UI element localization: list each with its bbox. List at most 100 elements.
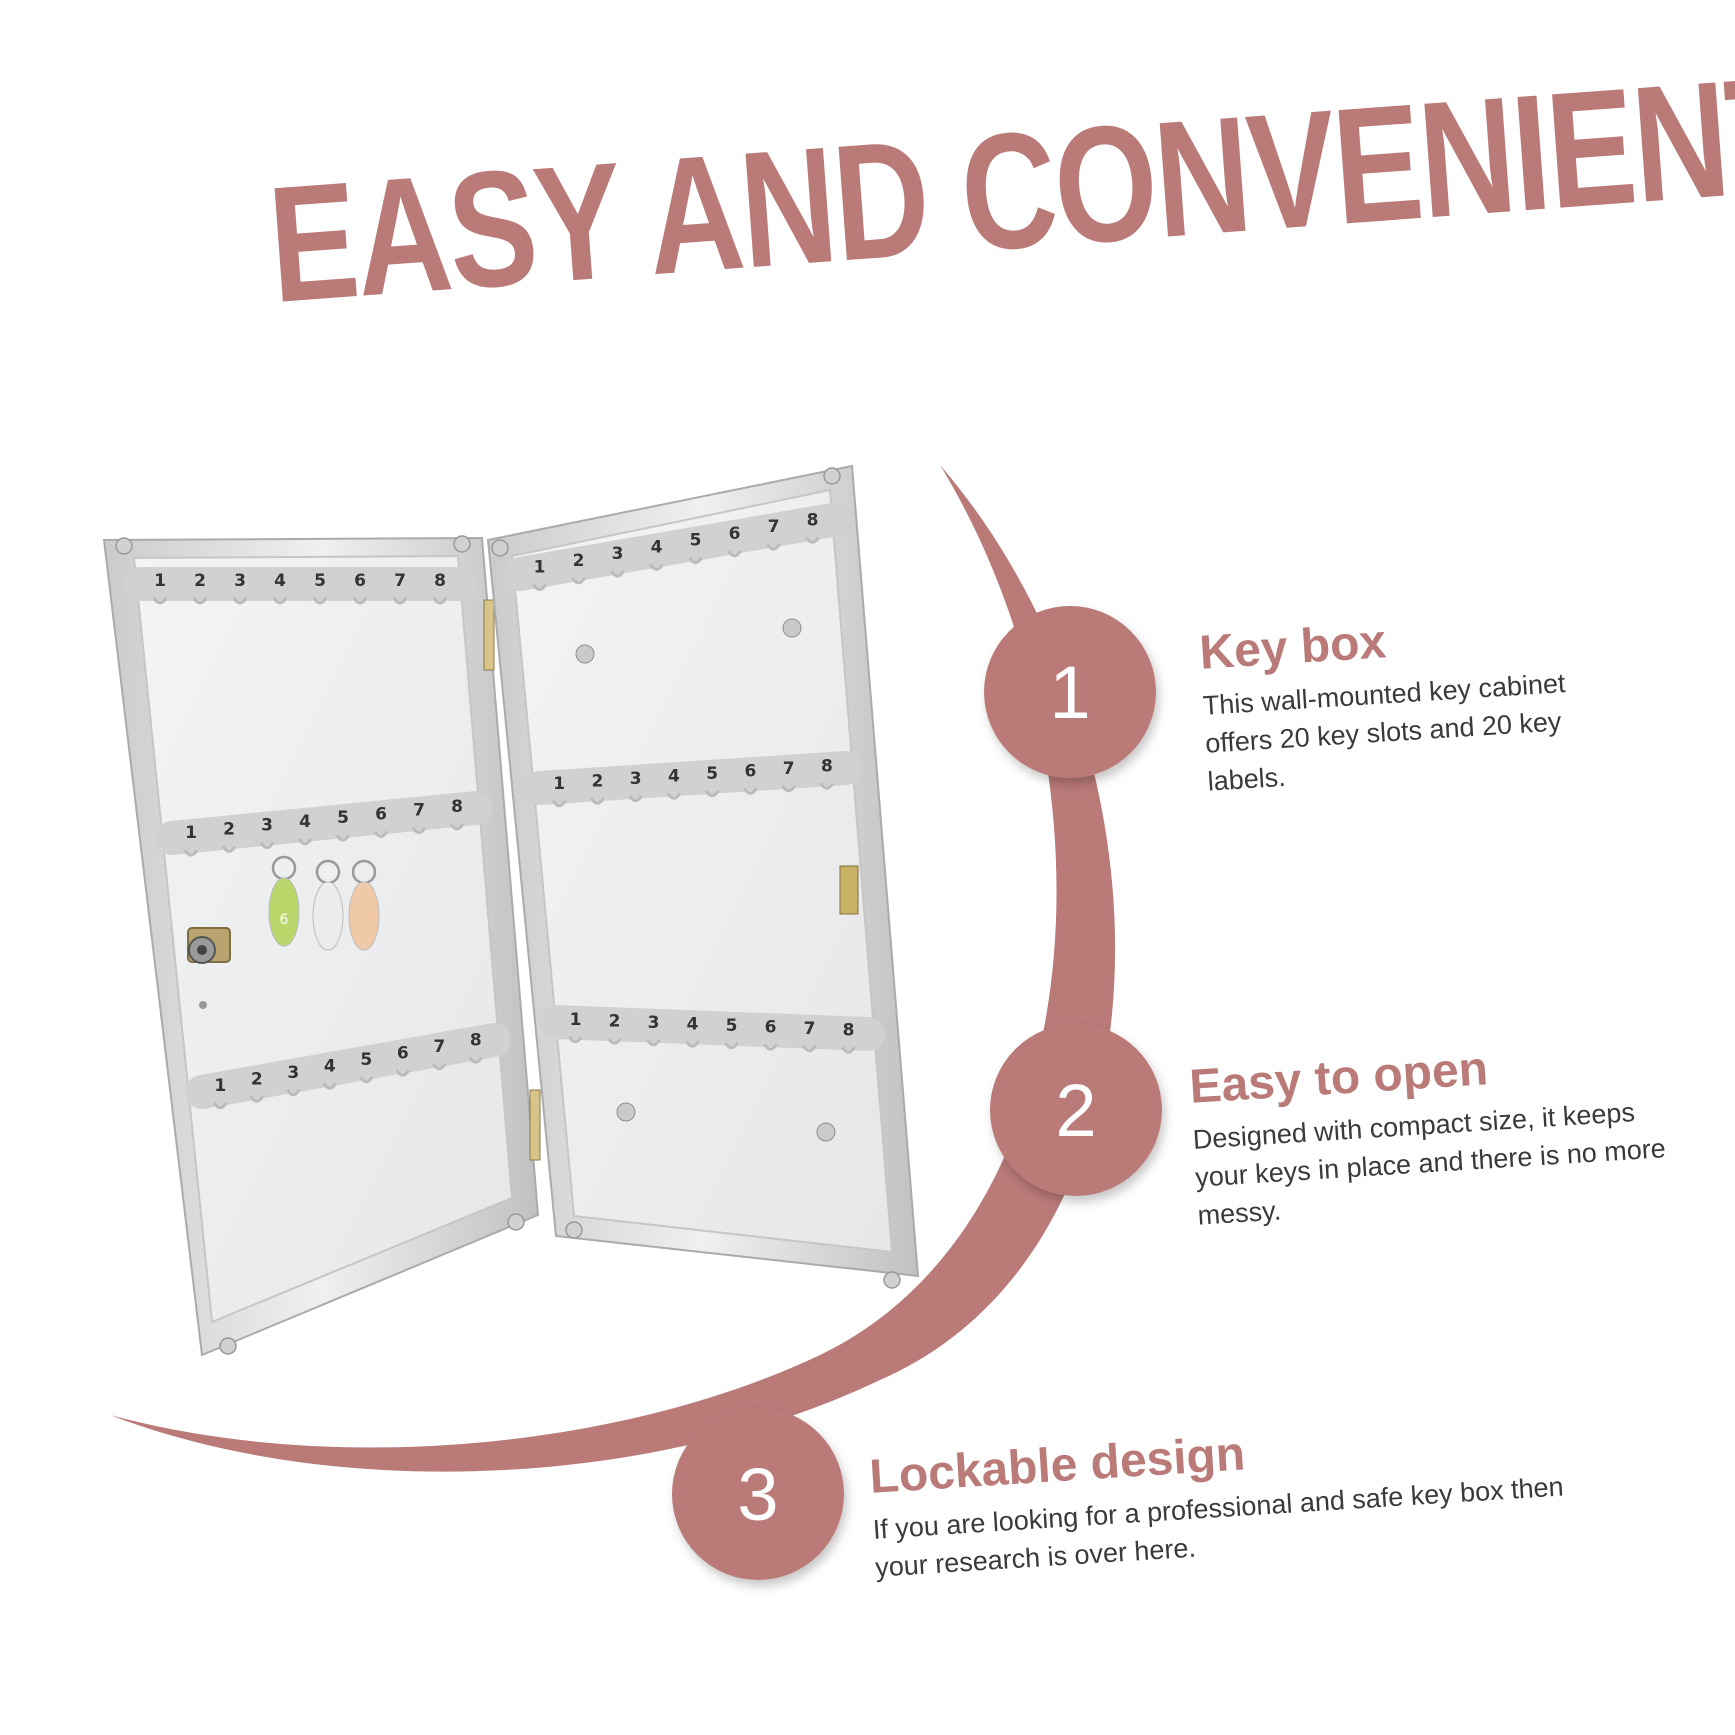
hook-label: 4 bbox=[274, 571, 286, 591]
key-hook bbox=[468, 1056, 484, 1064]
key-hook bbox=[590, 797, 605, 805]
hook-label: 2 bbox=[591, 771, 603, 791]
hook-label: 3 bbox=[630, 769, 642, 789]
key-hook bbox=[352, 597, 368, 605]
hook-label: 5 bbox=[706, 764, 718, 784]
hook-label: 6 bbox=[765, 1017, 777, 1037]
key-hook bbox=[152, 597, 168, 605]
hook-label: 7 bbox=[768, 517, 780, 537]
latch-plate bbox=[839, 865, 859, 915]
key-hook bbox=[688, 556, 703, 565]
key-hook bbox=[727, 550, 742, 558]
key-hook bbox=[704, 789, 720, 798]
hook-label: 6 bbox=[744, 761, 756, 781]
hook-label: 6 bbox=[375, 804, 387, 824]
step-circle-1: 1 bbox=[984, 606, 1156, 778]
step-number-1: 1 bbox=[1049, 651, 1090, 734]
key-hook bbox=[610, 570, 625, 578]
key-hook bbox=[841, 1046, 856, 1054]
hook-label: 8 bbox=[843, 1020, 855, 1040]
key-tags: 6 bbox=[268, 855, 380, 951]
hook-label: 6 bbox=[729, 524, 741, 544]
hook-label: 8 bbox=[451, 797, 463, 817]
hook-label: 4 bbox=[324, 1056, 336, 1076]
key-hook bbox=[646, 1038, 661, 1047]
lock-icon bbox=[187, 927, 231, 1009]
key-hook bbox=[432, 597, 448, 605]
step-number-2: 2 bbox=[1055, 1069, 1096, 1152]
cabinet-right-panel bbox=[486, 464, 920, 1289]
step-number-3: 3 bbox=[737, 1453, 778, 1536]
key-hook bbox=[781, 784, 796, 793]
step-circle-3: 3 bbox=[672, 1408, 844, 1580]
hook-label: 1 bbox=[154, 571, 166, 591]
hook-label: 2 bbox=[609, 1011, 621, 1031]
key-hook bbox=[411, 826, 427, 835]
key-hook bbox=[551, 799, 567, 808]
key-hook bbox=[743, 787, 758, 795]
hook-label: 1 bbox=[570, 1010, 582, 1030]
hook-label: 6 bbox=[354, 571, 366, 591]
key-hook bbox=[322, 1082, 338, 1090]
key-hook bbox=[449, 823, 465, 831]
hook-label: 3 bbox=[287, 1063, 299, 1083]
key-hook bbox=[285, 1088, 301, 1097]
key-hook bbox=[183, 849, 199, 857]
key-hook bbox=[763, 1043, 778, 1051]
hook-label: 8 bbox=[434, 571, 446, 591]
key-hook bbox=[607, 1037, 622, 1045]
key-hook bbox=[358, 1075, 374, 1084]
key-hook bbox=[571, 577, 586, 585]
hook-label: 2 bbox=[194, 571, 206, 591]
key-hook bbox=[232, 597, 248, 605]
hook-label: 8 bbox=[807, 510, 819, 530]
key-tag bbox=[312, 859, 344, 951]
hook-label: 3 bbox=[234, 571, 246, 591]
key-hook bbox=[312, 597, 328, 605]
key-hook bbox=[766, 543, 781, 551]
key-hook bbox=[724, 1041, 739, 1050]
hook-label: 3 bbox=[261, 816, 273, 836]
key-hook bbox=[221, 845, 237, 853]
hook-label: 4 bbox=[651, 537, 663, 557]
hook-label: 5 bbox=[360, 1050, 372, 1070]
key-hook bbox=[192, 597, 208, 605]
hook-label: 2 bbox=[573, 551, 585, 571]
feature-2: Easy to open Designed with compact size,… bbox=[1188, 1031, 1688, 1235]
hook-label: 5 bbox=[337, 808, 349, 828]
key-hook bbox=[805, 536, 820, 544]
key-hook bbox=[532, 583, 547, 592]
key-hook bbox=[431, 1062, 447, 1071]
key-hook bbox=[628, 794, 643, 803]
hook-label: 7 bbox=[394, 571, 406, 591]
feature-1: Key box This wall-mounted key cabinet of… bbox=[1198, 602, 1628, 802]
key-hook bbox=[568, 1035, 583, 1044]
hook-label: 2 bbox=[251, 1069, 263, 1089]
key-hook bbox=[685, 1040, 700, 1048]
key-hook bbox=[212, 1101, 228, 1110]
key-tag bbox=[348, 859, 380, 951]
hook-label: 3 bbox=[612, 544, 624, 564]
key-hook bbox=[802, 1044, 817, 1053]
hook-label: 3 bbox=[648, 1013, 660, 1033]
hook-label: 7 bbox=[413, 801, 425, 821]
key-hook bbox=[259, 841, 275, 850]
hook-label: 7 bbox=[783, 759, 795, 779]
hook-label: 2 bbox=[223, 819, 235, 839]
hook-label: 6 bbox=[397, 1043, 409, 1063]
hook-label: 4 bbox=[299, 812, 311, 832]
key-hook bbox=[395, 1069, 411, 1077]
cabinet-hinge bbox=[483, 599, 541, 1161]
hook-label: 5 bbox=[726, 1016, 738, 1036]
key-hook bbox=[649, 563, 664, 571]
hook-label: 7 bbox=[433, 1037, 445, 1057]
hook-label: 1 bbox=[534, 558, 546, 578]
